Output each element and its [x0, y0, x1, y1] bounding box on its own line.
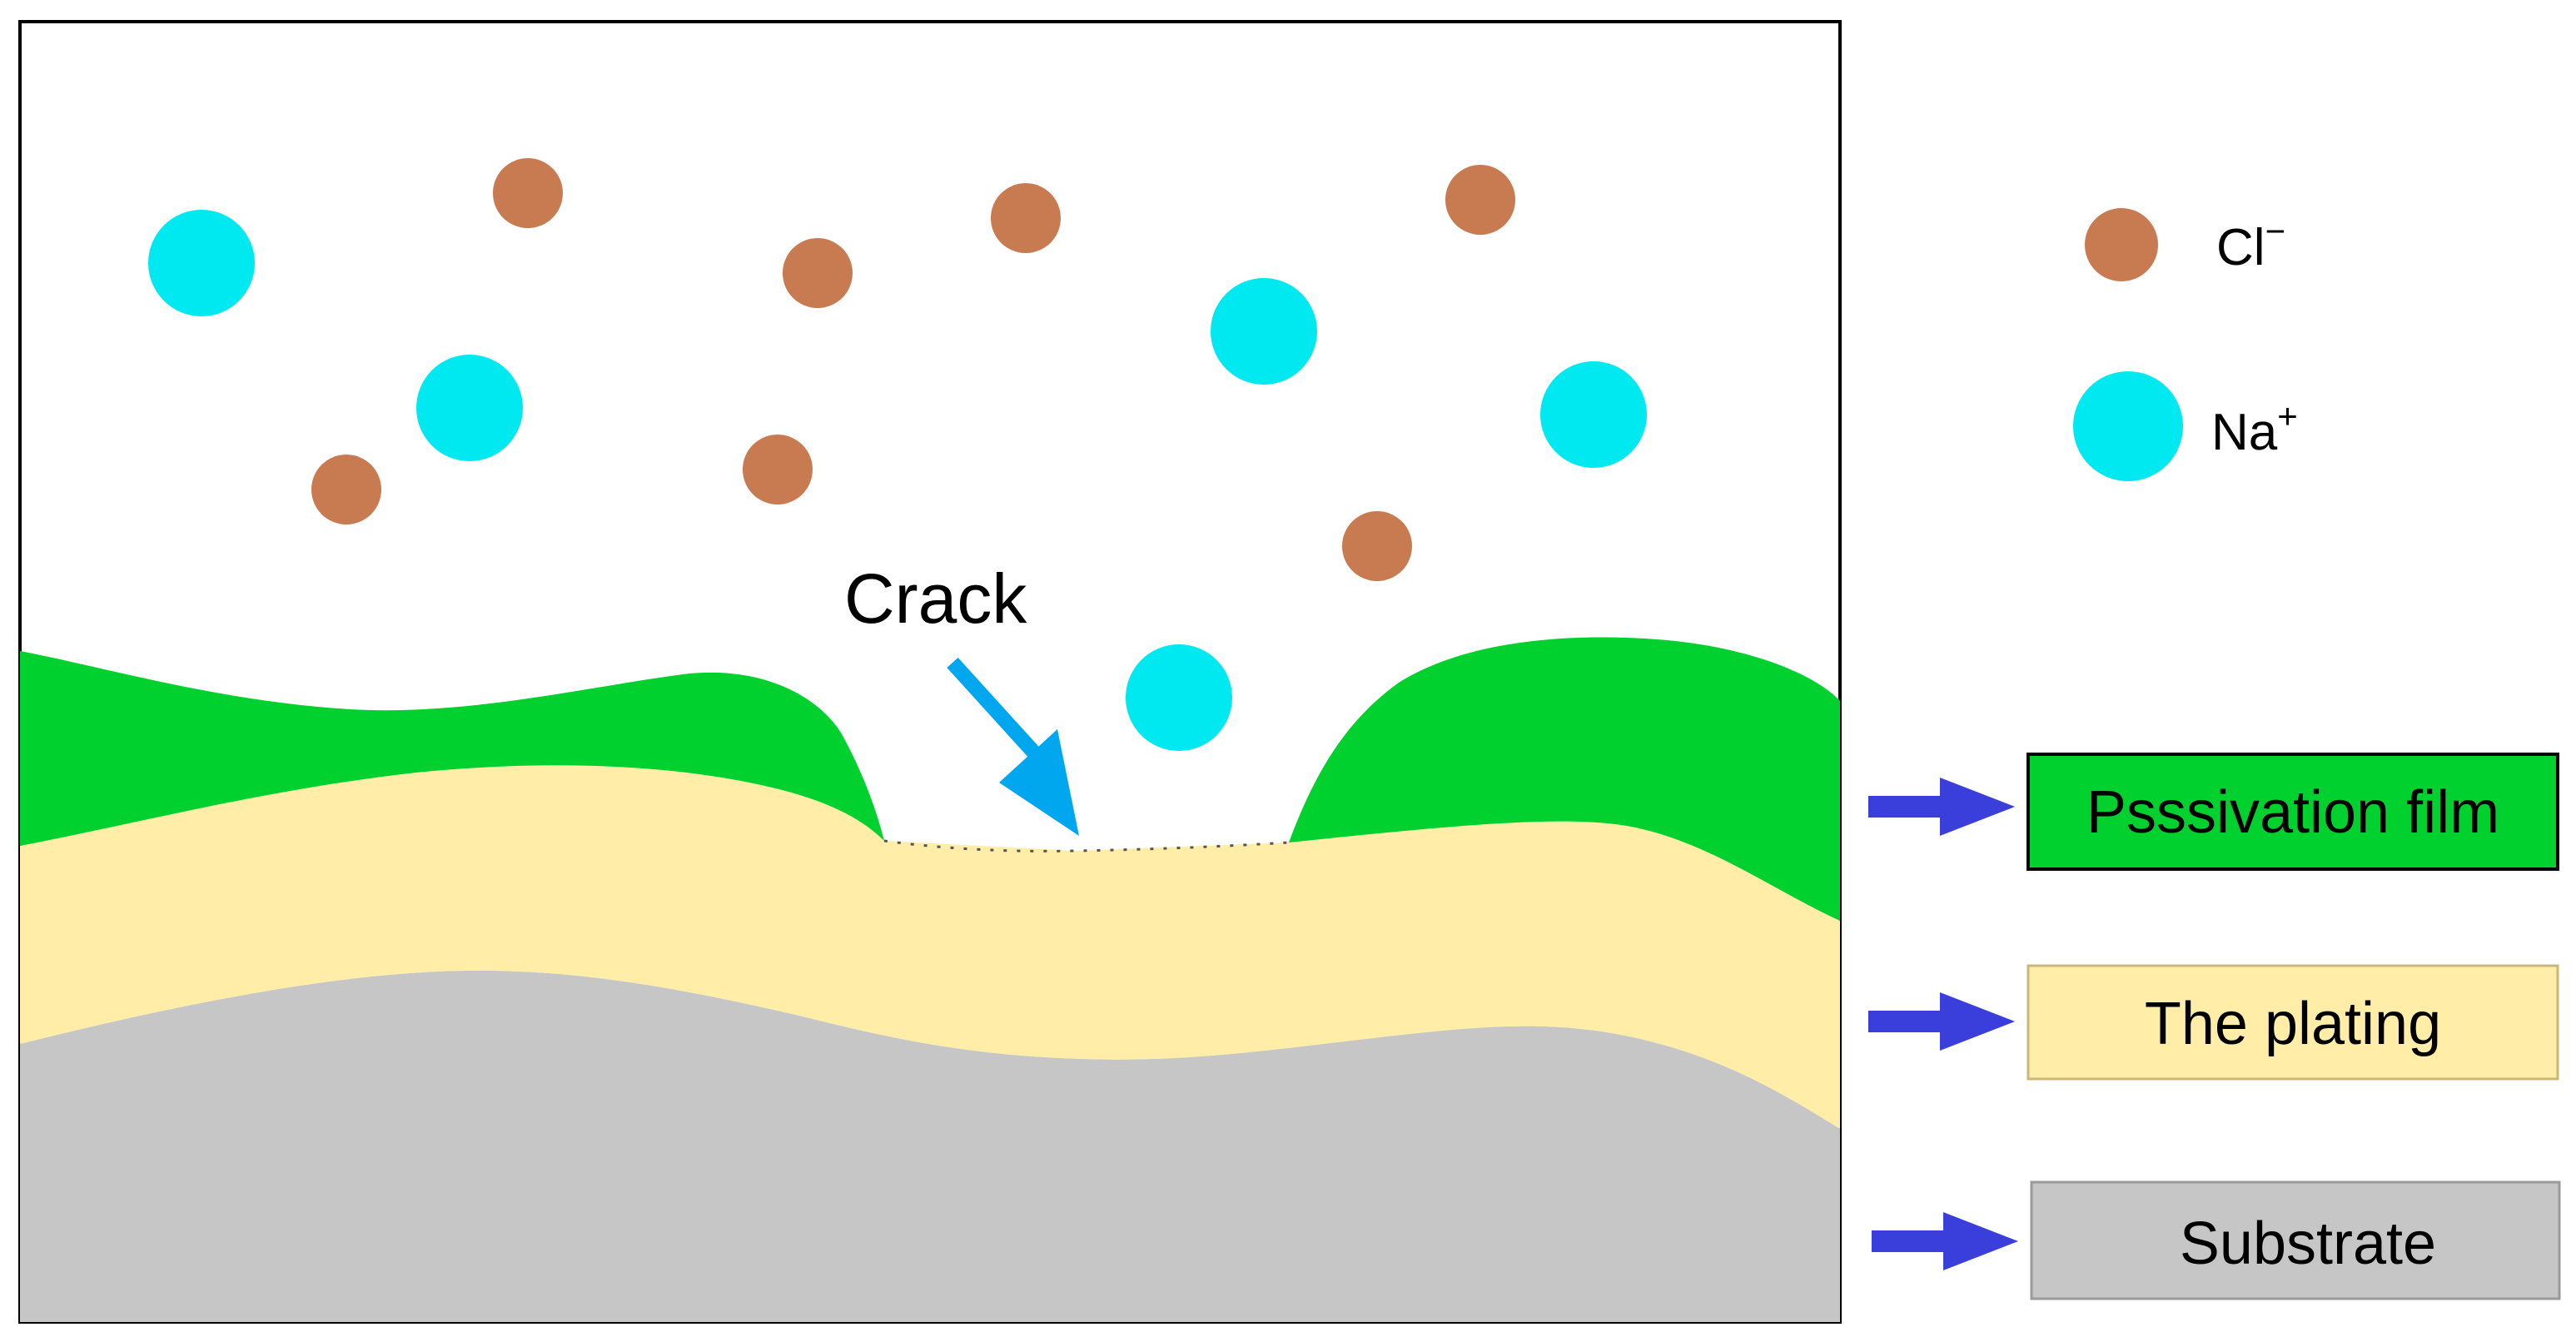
chloride-ion [1445, 165, 1515, 235]
chloride-ion [311, 455, 381, 524]
legend-substrate-box [2030, 1180, 2561, 1300]
sodium-ions [148, 210, 1647, 751]
substrate-layer [20, 970, 1840, 1322]
sodium-ion [1126, 644, 1232, 751]
legend-sodium-label: Na+ [2211, 396, 2298, 461]
chloride-ion [493, 158, 563, 228]
legend-passivation-box [2026, 753, 2559, 871]
chloride-ion [1342, 511, 1412, 581]
passivation-film-left [20, 651, 884, 846]
legend-plating-box [2026, 964, 2559, 1081]
sodium-ion [148, 210, 255, 316]
legend-passivation-arrow-icon [1868, 778, 2015, 836]
legend-sodium-symbol: Na [2211, 404, 2278, 461]
legend-chloride-label: Cl− [2216, 211, 2285, 276]
chloride-ion [783, 238, 853, 308]
legend-passivation-label: Psssivation film [2086, 779, 2499, 846]
legend-chloride-charge: − [2265, 211, 2286, 251]
chloride-ion [991, 183, 1061, 253]
crack-arrow [947, 657, 1079, 836]
sodium-ion [1211, 278, 1317, 385]
legend-sodium-charge: + [2277, 396, 2298, 435]
crack-label: Crack [844, 559, 1027, 638]
plating-layer [20, 765, 1840, 1129]
legend-substrate-label: Substrate [2180, 1210, 2436, 1277]
legend-plating-arrow-icon [1868, 992, 2015, 1051]
sodium-ion [1540, 361, 1647, 468]
passivation-film-right [1289, 637, 1840, 921]
chloride-ions [311, 158, 1515, 581]
sodium-ion [416, 355, 523, 461]
chloride-ion [743, 435, 813, 504]
legend-substrate-arrow-icon [1872, 1212, 2018, 1270]
legend-chloride-swatch [2085, 208, 2158, 281]
legend-sodium-swatch [2073, 371, 2183, 481]
legend-plating-label: The plating [2145, 991, 2441, 1057]
legend-chloride-symbol: Cl [2216, 219, 2265, 276]
